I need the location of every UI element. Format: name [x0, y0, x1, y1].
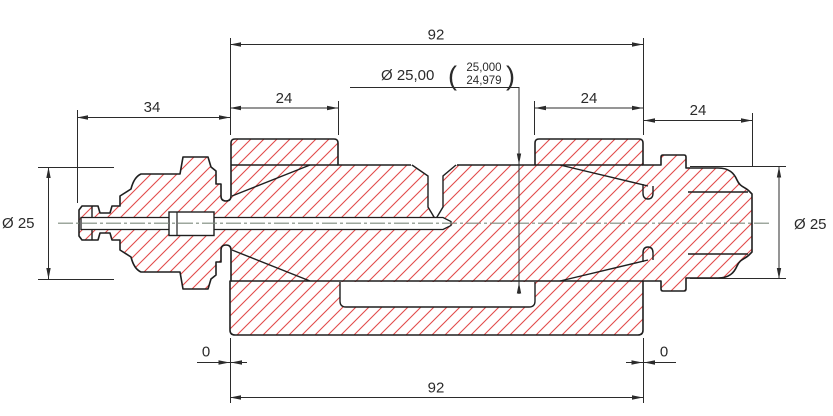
dimension-arrowheads — [46, 42, 782, 400]
dim-bottom-length-value: 92 — [428, 380, 445, 397]
flange-pocket — [339, 282, 536, 308]
left-cone-bottom-line — [231, 249, 311, 282]
dim-left-boss-value: 24 — [276, 90, 293, 107]
dim-offset-right-value: 0 — [660, 344, 668, 361]
right-groove-top — [642, 184, 654, 200]
dim-dia-left-value: Ø 25 — [2, 215, 35, 232]
countersink-eraser — [411, 160, 457, 166]
dim-overhang-value: 34 — [144, 99, 161, 116]
part-sectioned-body — [58, 138, 770, 336]
bore-paren-open: ( — [448, 61, 457, 91]
dim-end-length-value: 24 — [690, 102, 707, 119]
bore-tolerance-upper: 25,000 — [466, 62, 501, 74]
dim-offset-left-value: 0 — [202, 344, 210, 361]
right-groove-bottom — [642, 246, 654, 262]
right-cone-bottom-line — [559, 259, 649, 282]
dim-top-length-value: 92 — [428, 27, 445, 44]
bore-paren-close: ) — [506, 61, 515, 91]
right-cone-top-line — [559, 164, 649, 187]
bore-callout-label: Ø 25,00 — [381, 67, 434, 84]
left-cone-top-line — [231, 164, 311, 197]
bore-leader — [350, 87, 520, 294]
dimensions — [38, 38, 786, 403]
dim-dia-right-value: Ø 25 — [794, 216, 827, 233]
dimension-texts: 92 24 24 24 34 Ø 25,00 ( 25,000 24,979 )… — [2, 27, 827, 397]
part-outline — [78, 138, 753, 336]
bore-tolerance-lower: 24,979 — [466, 75, 501, 87]
dim-right-boss-value: 24 — [581, 90, 598, 107]
internal-edges — [91, 164, 748, 282]
